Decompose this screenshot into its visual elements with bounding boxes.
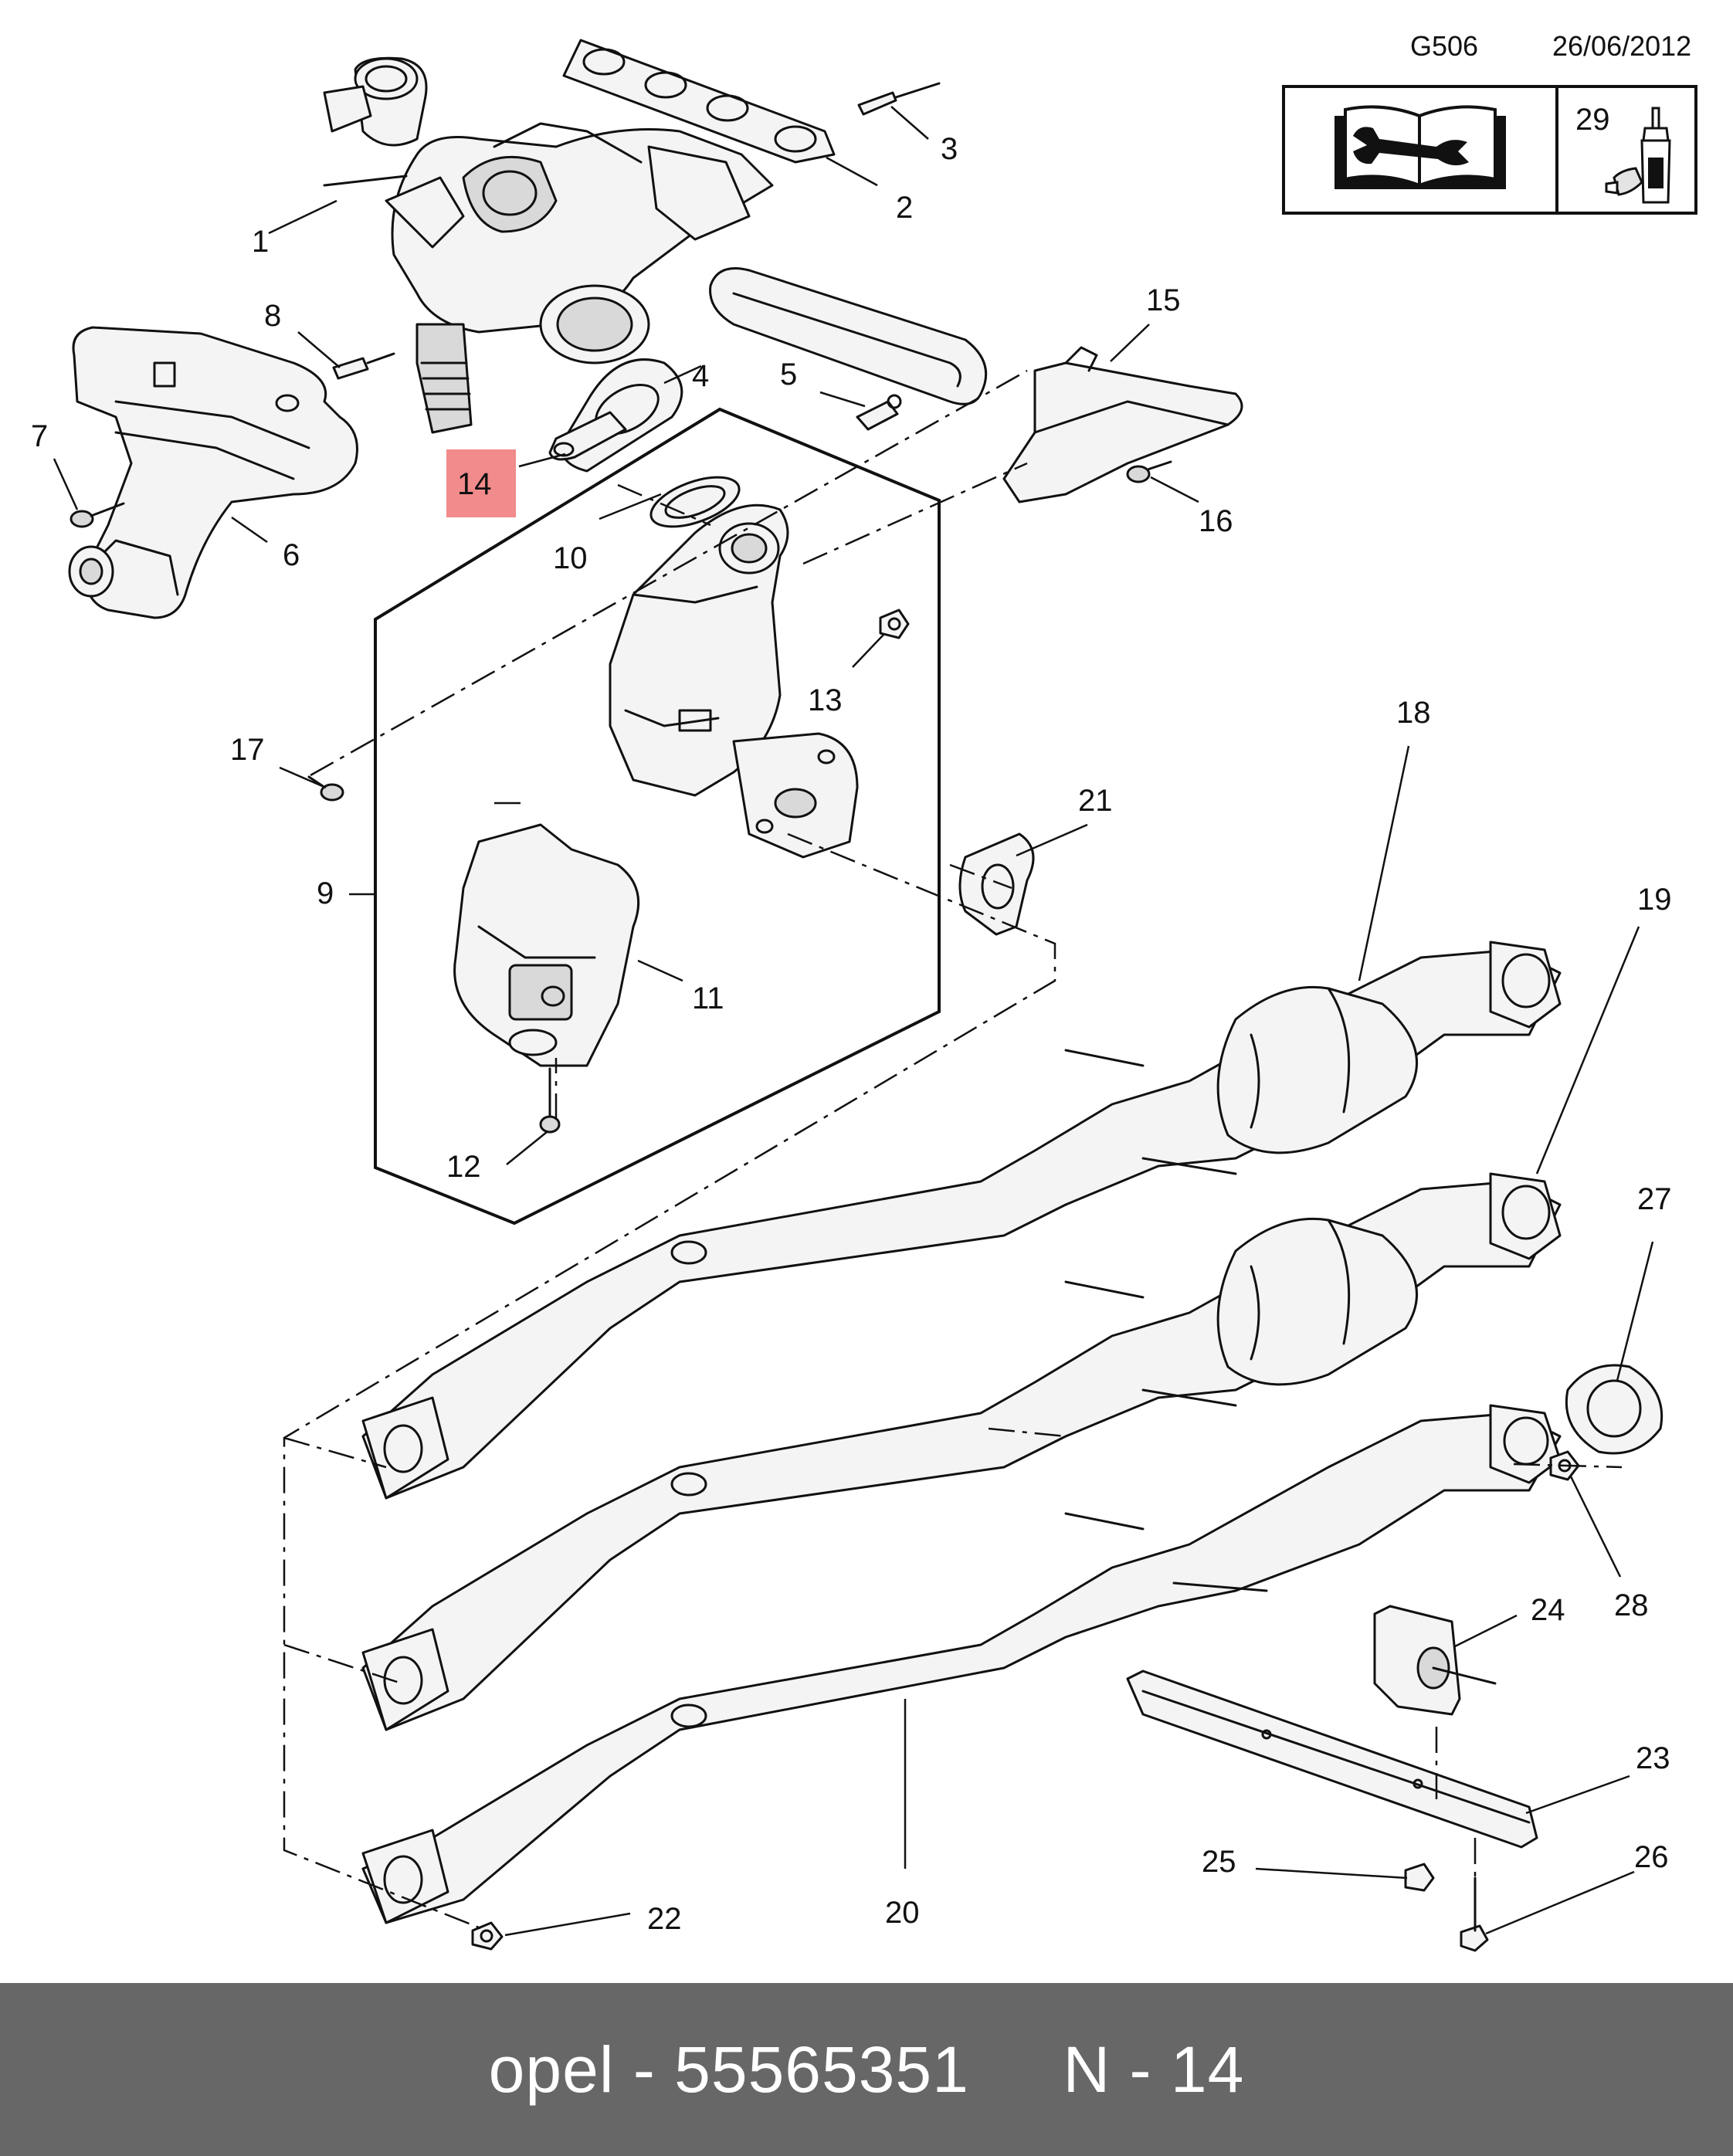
turbo-manifold-1 [323,56,774,434]
callout-1: 1 [252,225,269,259]
exhaust-parts-diagram: G506 26/06/2012 29 [31,30,1697,1952]
exhaust-pipe-19 [361,1172,1562,1731]
catalyst-kit-frame [374,407,941,1225]
callout-24: 24 [1531,1593,1565,1627]
bracket-23 [1126,1670,1538,1849]
callout-19: 19 [1637,883,1672,917]
callout-18: 18 [1396,696,1431,730]
callout-2: 2 [896,191,913,225]
callout-21: 21 [1078,784,1113,818]
bolt-12 [539,1067,561,1134]
callout-12: 12 [446,1150,481,1184]
sensor-5 [856,394,902,431]
callout-23: 23 [1636,1741,1670,1775]
gasket-5 [709,267,988,405]
part-number-label: opel - 55565351 N - 14 [488,2032,1245,2106]
nut-13 [879,608,910,639]
gasket-27 [1565,1364,1663,1455]
highlight-box [446,449,516,517]
callout-27: 27 [1637,1182,1672,1216]
callout-numbers: 1 2 3 4 5 6 7 8 9 10 11 12 13 14 15 16 1… [31,132,1672,1936]
bolt-16 [1126,460,1172,483]
callout-7: 7 [31,419,48,453]
callout-10: 10 [553,541,588,575]
callout-20: 20 [885,1896,920,1930]
bolt-7 [70,502,125,528]
gasket-14 [548,411,627,461]
callout-8: 8 [264,299,281,333]
callout-11: 11 [692,981,724,1015]
stud-8 [332,352,395,380]
catalyst-converter-body [609,503,859,859]
callout-3: 3 [941,132,958,166]
exhaust-pipe-18 [361,941,1562,1500]
callout-4: 4 [692,359,709,393]
manifold-gasket-2 [562,39,836,164]
callout-leaders [53,106,1654,1937]
callout-25: 25 [1202,1845,1236,1879]
callout-5: 5 [780,358,797,392]
callout-9: 9 [317,876,334,910]
gasket-21 [958,832,1035,936]
callout-13: 13 [808,683,843,717]
nut-25 [1404,1863,1435,1892]
exhaust-pipe-20 [361,1404,1562,1924]
legend-box: 29 [1282,85,1697,215]
callout-26: 26 [1634,1840,1669,1874]
heat-shield-15 [1002,346,1243,503]
callout-22: 22 [647,1902,682,1936]
bolt-17 [307,775,344,802]
callout-28: 28 [1614,1588,1649,1622]
nut-22 [471,1921,504,1951]
callout-6: 6 [283,538,300,572]
stud-3 [857,82,941,116]
diagram-date: 26/06/2012 [1552,30,1691,62]
manual-wrench-icon [1335,105,1506,189]
diagram-code: G506 [1410,30,1478,62]
sealant-tube-icon [1605,107,1671,204]
dashed-guide-lines [283,369,1623,1932]
sealant-number: 29 [1575,103,1610,137]
callout-16: 16 [1199,504,1233,538]
gasket-10 [649,476,741,528]
heat-shield-11 [453,823,640,1067]
heat-shield-6 [68,326,358,619]
callout-14: 14 [457,467,492,501]
bolt-26 [1460,1876,1489,1952]
part-number-footer: opel - 55565351 N - 14 [0,1983,1733,2156]
callout-17: 17 [230,733,265,767]
rubber-mount-24 [1373,1605,1497,1716]
callout-15: 15 [1146,283,1181,317]
